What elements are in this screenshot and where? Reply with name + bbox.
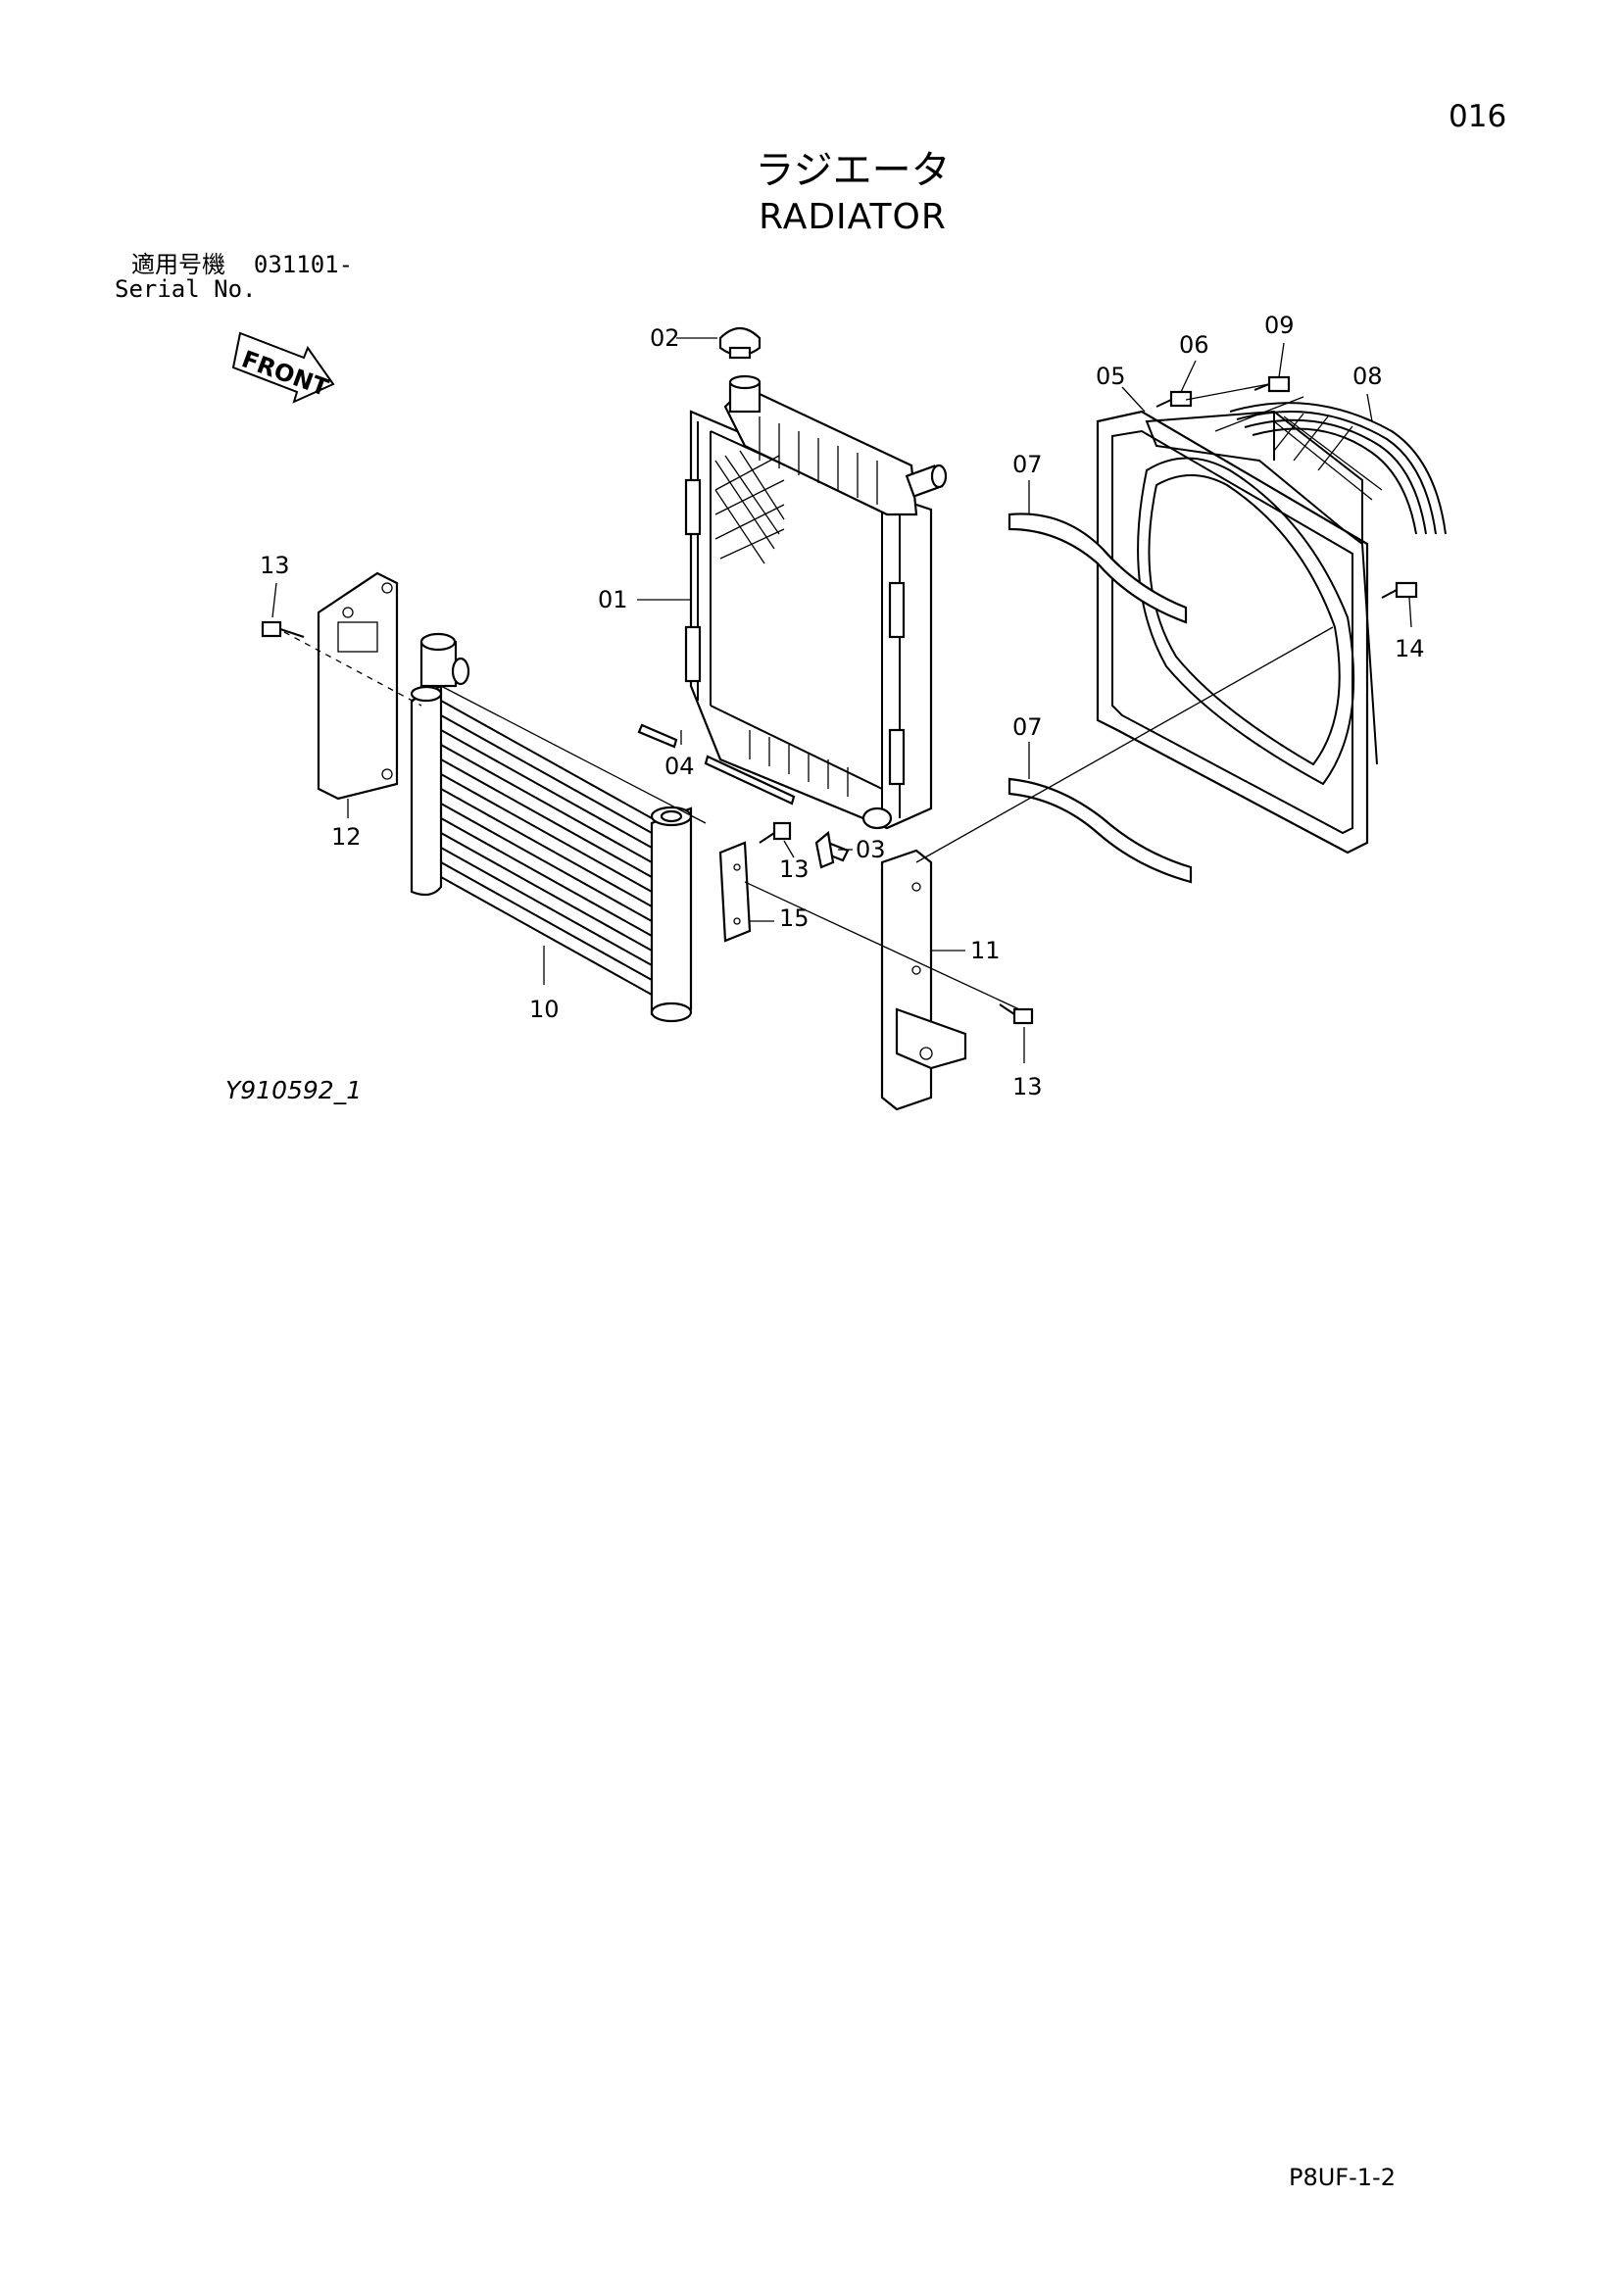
page-title-english: RADIATOR <box>759 197 947 237</box>
callout-05: 05 <box>1096 363 1126 390</box>
bolt-14 <box>1381 581 1418 599</box>
callout-11: 11 <box>970 937 1001 964</box>
seal-strip-lower <box>1008 777 1193 884</box>
front-label: FRONT <box>238 345 332 402</box>
callout-07-lower: 07 <box>1012 713 1043 741</box>
fan-guard <box>1229 402 1447 535</box>
callout-14: 14 <box>1395 635 1425 662</box>
callout-09: 09 <box>1264 312 1295 339</box>
callout-10: 10 <box>529 996 560 1023</box>
bracket-12 <box>317 571 399 801</box>
serial-range: 031101- <box>253 251 354 278</box>
front-arrow-icon: FRONT <box>231 331 335 404</box>
leader-lines <box>271 337 1412 1063</box>
serial-label-english: Serial No. <box>115 275 257 303</box>
exploded-parts-diagram: FRONT <box>231 312 1447 1111</box>
page-number: 016 <box>1449 99 1507 134</box>
fan-shroud <box>1096 410 1378 855</box>
callout-03: 03 <box>856 836 886 863</box>
hose <box>637 723 796 806</box>
serial-label-japanese: 適用号機 <box>131 251 225 278</box>
footer-code: P8UF-1-2 <box>1289 2164 1396 2191</box>
oil-cooler <box>410 632 693 1023</box>
callout-07-upper: 07 <box>1012 451 1043 478</box>
radiator-core <box>684 374 948 830</box>
page-title-japanese: ラジエータ <box>755 148 951 193</box>
callout-08: 08 <box>1352 363 1383 390</box>
callout-12: 12 <box>331 823 362 851</box>
bolt-13-lower <box>999 1003 1034 1025</box>
callout-02: 02 <box>650 324 680 352</box>
callout-01: 01 <box>598 586 628 613</box>
bracket-11 <box>880 849 967 1111</box>
drain-cock <box>814 830 850 869</box>
bracket-15 <box>718 841 752 943</box>
callout-06: 06 <box>1179 331 1209 359</box>
radiator-cap <box>718 326 762 360</box>
callout-13-lower: 13 <box>1012 1073 1043 1100</box>
callout-13-left: 13 <box>260 552 290 579</box>
seal-strip-upper <box>1008 513 1188 624</box>
callout-15: 15 <box>779 904 810 932</box>
bolt-06 <box>1155 390 1193 408</box>
core-hatching <box>714 450 785 564</box>
drawing-code: Y910592_1 <box>225 1076 363 1104</box>
bolt-13-left <box>261 620 305 638</box>
callout-04: 04 <box>664 753 695 780</box>
bolt-09 <box>1253 375 1291 393</box>
callout-13-center: 13 <box>779 855 810 883</box>
serial-range-label: 適用号機 031101- <box>131 253 353 276</box>
bolt-13-center <box>759 821 792 844</box>
